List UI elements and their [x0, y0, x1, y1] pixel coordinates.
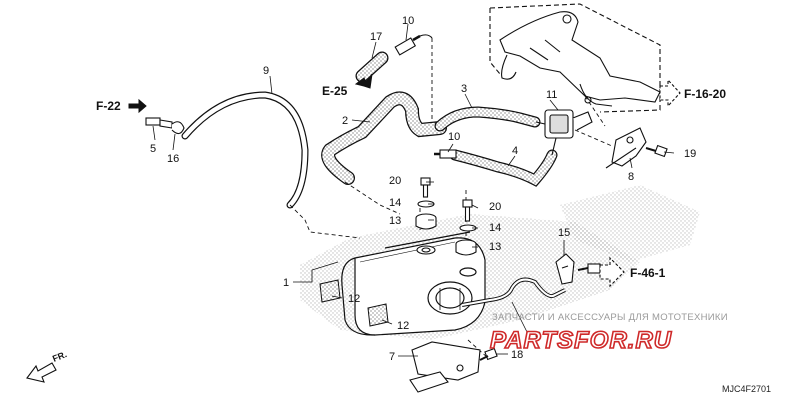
front-label: FR. [51, 349, 68, 364]
solenoid-valve-11 [535, 109, 593, 156]
canister-1 [341, 231, 486, 336]
pad-12-upper [319, 279, 341, 303]
ref-label-f46-1: F-46-1 [630, 266, 666, 280]
joint-10-top [394, 34, 433, 56]
callout-16: 16 [167, 153, 179, 165]
hose-2 [321, 91, 447, 185]
pad-12-lower [367, 303, 389, 327]
callout-15: 15 [558, 227, 570, 239]
bracket-assembly [489, 3, 661, 113]
callout-19: 19 [684, 148, 696, 160]
ref-label-f22: F-22 [96, 99, 121, 113]
callout-10-top: 10 [402, 15, 414, 27]
callout-5: 5 [150, 143, 156, 155]
ref-arrow-e25 [354, 73, 373, 89]
ref-label-e25: E-25 [322, 84, 348, 98]
ref-arrow-f46-1 [599, 256, 625, 288]
callout-8: 8 [628, 171, 634, 183]
watermark-caption: ЗАПЧАСТИ И АКСЕССУАРЫ ДЛЯ МОТОТЕХНИКИ [492, 312, 728, 323]
hose-17 [355, 51, 389, 83]
tube-6 [461, 277, 566, 307]
bolt-18 [479, 347, 498, 361]
hose-9 [181, 91, 309, 209]
callout-1: 1 [283, 277, 289, 289]
joint-10-mid [434, 149, 457, 159]
callouts: 10 17 9 3 11 2 10 4 5 16 19 8 20 14 13 2… [150, 15, 696, 363]
callout-13-right: 13 [489, 241, 501, 253]
callout-12-lower: 12 [397, 320, 409, 332]
callout-3: 3 [461, 83, 467, 95]
callout-10-mid: 10 [448, 131, 460, 143]
bolt-19 [645, 144, 668, 158]
ref-arrow-f22 [128, 98, 147, 114]
callout-20-left: 20 [389, 175, 401, 187]
grommet-13-right [455, 239, 477, 256]
grommet-13-left [415, 213, 437, 255]
watermark-logo: PARTSFOR.RU [490, 327, 672, 354]
ref-arrow-f16-20 [659, 78, 681, 108]
callout-18: 18 [511, 349, 523, 361]
callout-2: 2 [342, 115, 348, 127]
callout-20-right: 20 [489, 201, 501, 213]
callout-4: 4 [512, 145, 518, 157]
callout-14-left: 14 [389, 197, 401, 209]
watermark: ЗАПЧАСТИ И АКСЕССУАРЫ ДЛЯ МОТОТЕХНИКИ PA… [489, 312, 728, 355]
callout-17: 17 [370, 31, 382, 43]
clamp-16 [171, 121, 185, 135]
callout-13-left: 13 [389, 215, 401, 227]
callout-11: 11 [546, 89, 557, 101]
bolt-20-left [420, 177, 431, 198]
callout-7: 7 [389, 351, 395, 363]
callout-6: 6 [535, 330, 541, 342]
fitting-5 [145, 117, 173, 129]
reference-labels: F-22 E-25 F-16-20 F-46-1 [96, 84, 726, 280]
diagram-code: MJC4F2701 [722, 384, 771, 394]
ref-label-f16-20: F-16-20 [684, 87, 726, 101]
callout-9: 9 [263, 65, 269, 77]
callout-14-right: 14 [489, 222, 501, 234]
bracket-8 [605, 127, 647, 169]
bolt-20-right [462, 199, 473, 222]
hose-3 [434, 106, 541, 132]
leader-lines [152, 23, 675, 357]
bracket-7 [409, 341, 481, 393]
callout-12-upper: 12 [348, 293, 360, 305]
front-arrow [26, 362, 57, 383]
hose-4 [449, 149, 558, 187]
